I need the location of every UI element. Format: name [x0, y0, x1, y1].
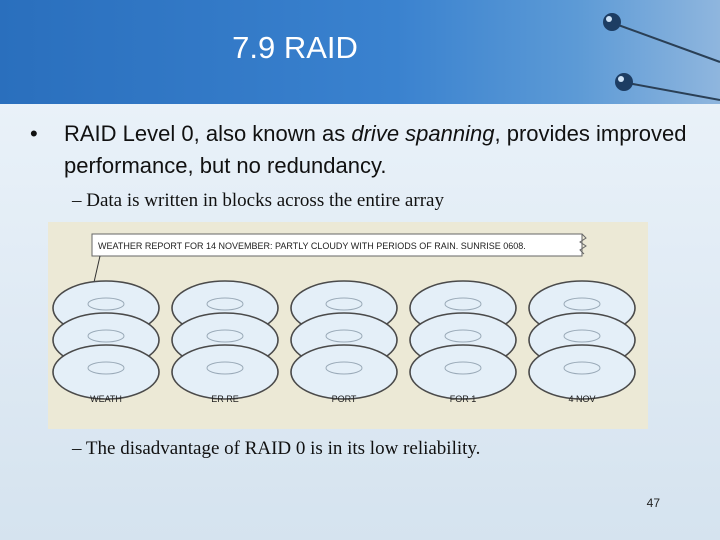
- raid0-diagram: WEATHER REPORT FOR 14 NOVEMBER: PARTLY C…: [48, 222, 648, 429]
- bullet-text-italic: drive spanning: [351, 121, 495, 146]
- title-bar: 7.9 RAID: [0, 0, 720, 104]
- platter: [528, 344, 636, 400]
- block-label: FOR 1: [450, 394, 477, 404]
- platter: [290, 344, 398, 400]
- platter-hub: [87, 361, 125, 375]
- disk-3: RAINTLY CPORT: [290, 280, 398, 404]
- platter-hub: [563, 329, 601, 343]
- block-label: WEATH: [90, 394, 122, 404]
- disk-5: RISEWITH4 NOV: [528, 280, 636, 404]
- platter-hub: [563, 361, 601, 375]
- page-number: 47: [646, 496, 660, 510]
- raid0-diagram-svg: WEATHER REPORT FOR 14 NOVEMBER: PARTLY C…: [52, 233, 636, 404]
- platter-hub: [325, 329, 363, 343]
- platter-hub: [87, 297, 125, 311]
- banner-text: WEATHER REPORT FOR 14 NOVEMBER: PARTLY C…: [98, 241, 526, 251]
- platter-hub: [206, 329, 244, 343]
- banner-wavy-edge: [579, 233, 587, 255]
- platter-hub: [206, 297, 244, 311]
- platter-hub: [87, 329, 125, 343]
- platter: [171, 344, 279, 400]
- block-label: ER RE: [211, 394, 239, 404]
- block-label: PORT: [332, 394, 357, 404]
- platter-hub: [563, 297, 601, 311]
- platter-hub: [444, 361, 482, 375]
- block-label: 4 NOV: [568, 394, 595, 404]
- disk-2: DS OF: PARER RE: [171, 280, 279, 404]
- sub-bullet-low-reliability: – The disadvantage of RAID 0 is in its l…: [72, 438, 481, 459]
- bullet-text: RAID Level 0, also known as drive spanni…: [64, 118, 690, 182]
- disk-1: PERIOEMBERWEATH: [52, 280, 160, 404]
- sub-bullet-data-written: – Data is written in blocks across the e…: [72, 190, 444, 211]
- platter: [409, 344, 517, 400]
- platter-hub: [325, 361, 363, 375]
- bullet-text-start: RAID Level 0, also known as: [64, 121, 352, 146]
- main-bullet: • RAID Level 0, also known as drive span…: [30, 118, 690, 182]
- banner-box: [91, 233, 583, 257]
- disk-stacks: PERIOEMBERWEATHDS OF: PARER RERAINTLY CP…: [52, 280, 636, 404]
- platter-hub: [325, 297, 363, 311]
- disk-4: SUNLOUDYFOR 1: [409, 280, 517, 404]
- bullet-marker: •: [30, 121, 38, 146]
- bullet-text-end: , provides improved performance, but no …: [64, 121, 687, 178]
- platter-hub: [444, 329, 482, 343]
- platter-hub: [206, 361, 244, 375]
- platter-hub: [444, 297, 482, 311]
- decorative-pins: [603, 13, 720, 101]
- platter: [52, 344, 160, 400]
- slide-title: 7.9 RAID: [232, 30, 358, 65]
